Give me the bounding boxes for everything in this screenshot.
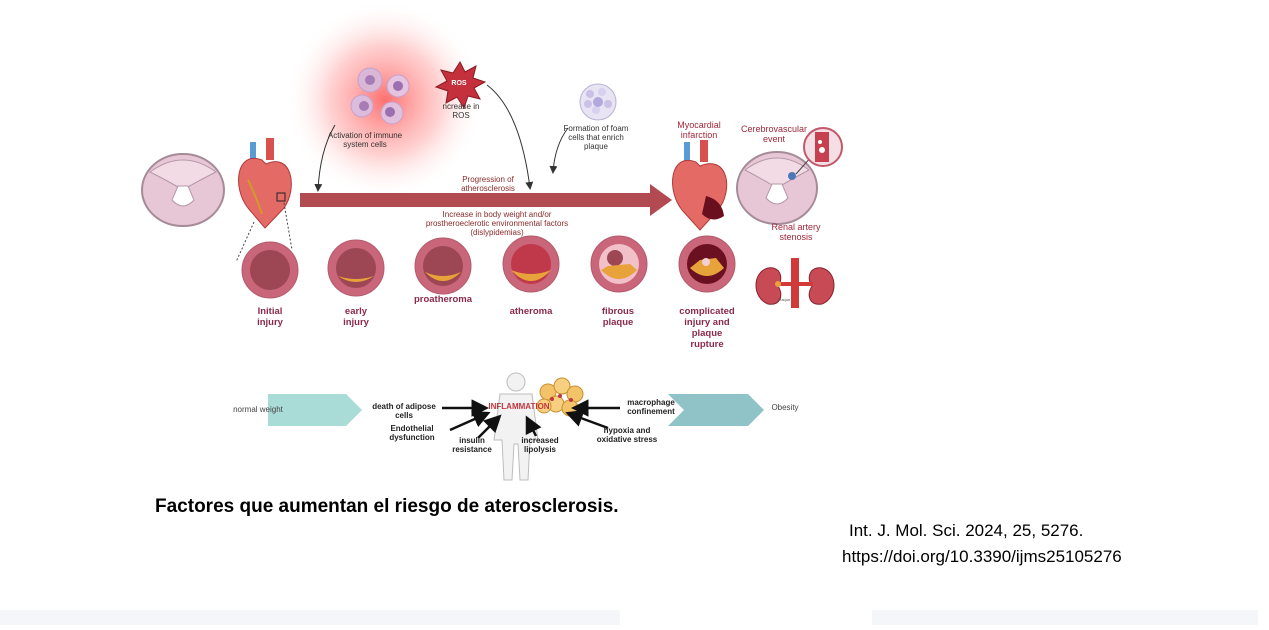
renal-stenosis-label: Renal artery stenosis [771, 222, 821, 242]
ros-badge-label: ROS [451, 80, 467, 87]
vessel-zoom-icon [803, 127, 843, 167]
brain-left-icon [141, 153, 225, 227]
hypoxia-label: hypoxia and oxidative stress [596, 426, 658, 444]
human-silhouette-icon [493, 372, 539, 481]
heart-left-icon [238, 138, 292, 229]
citation: Int. J. Mol. Sci. 2024, 25, 5276. https:… [842, 518, 1122, 570]
inflammation-glow [285, 0, 485, 200]
immune-cells-icon [350, 67, 410, 125]
stage-label-2: early injury [343, 306, 369, 328]
myocardial-infarction-label: Myocardial infarction [677, 120, 721, 140]
artery-stage-4 [502, 235, 560, 293]
foam-cells-label: Formation of foam cells that enrich plaq… [563, 124, 629, 151]
obesity-chevron [668, 394, 764, 426]
progression-label: Progression of atherosclerosis [461, 175, 515, 193]
adipose-death-label: death of adipose cells [372, 402, 436, 420]
kidney-plaque-tag: Plaque [777, 297, 791, 302]
brain-right-icon [736, 151, 818, 225]
citation-journal: Int. J. Mol. Sci. 2024, 25, 5276. [849, 521, 1084, 540]
figure-caption: Factores que aumentan el riesgo de atero… [155, 496, 619, 517]
endothelial-label: Endothelial dysfunction [389, 424, 435, 442]
foam-pointer-arrow [549, 127, 569, 174]
artery-stage-1 [241, 241, 299, 299]
insulin-arrow [477, 414, 502, 439]
ros-pointer-arrow [486, 84, 534, 190]
ros-increase-label: ncrease in ROS [442, 102, 480, 120]
bottom-band-right [872, 610, 1258, 625]
normal-weight-chevron [268, 394, 362, 426]
artery-stage-5 [590, 235, 648, 293]
macrophage-label: macrophage confinement [627, 398, 675, 416]
foam-cells-icon [579, 83, 617, 121]
immune-pointer-arrow [314, 124, 336, 192]
artery-stage-6 [678, 235, 736, 293]
lipolysis-label: increased lipolysis [521, 436, 559, 454]
obesity-label: Obesity [771, 403, 799, 412]
factors-label: Increase in body weight and/or prosthero… [425, 210, 569, 237]
heart-right-icon [672, 140, 728, 231]
artery-stage-2 [327, 239, 385, 297]
progression-arrow [300, 184, 672, 216]
insulin-resistance-label: insulin resistance [452, 436, 492, 454]
immune-activation-label: Activation of immune system cells [327, 131, 403, 149]
inflammation-label: INFLAMMATION [488, 402, 550, 411]
zoom-line-right [283, 202, 293, 251]
stage-label-6: complicated injury and plaque rupture [679, 306, 735, 350]
stage-label-1: Initial injury [257, 306, 283, 328]
stage-label-5: fibrous plaque [601, 306, 635, 328]
adipose-cells-icon [536, 377, 584, 417]
cerebrovascular-label: Cerebrovascular event [740, 124, 808, 144]
bottom-band-left [0, 610, 620, 625]
endothelial-arrow [449, 411, 491, 432]
ros-star-icon [434, 60, 487, 110]
artery-stage-3 [414, 237, 472, 295]
stage-label-4: atheroma [509, 306, 553, 317]
stage-label-3: proatheroma [413, 294, 473, 305]
kidneys-icon [755, 258, 835, 308]
normal-weight-label: normal weight [233, 405, 283, 414]
citation-doi: https://doi.org/10.3390/ijms25105276 [842, 547, 1122, 566]
zoom-line-left [235, 221, 255, 263]
lipolysis-arrow [525, 415, 542, 437]
